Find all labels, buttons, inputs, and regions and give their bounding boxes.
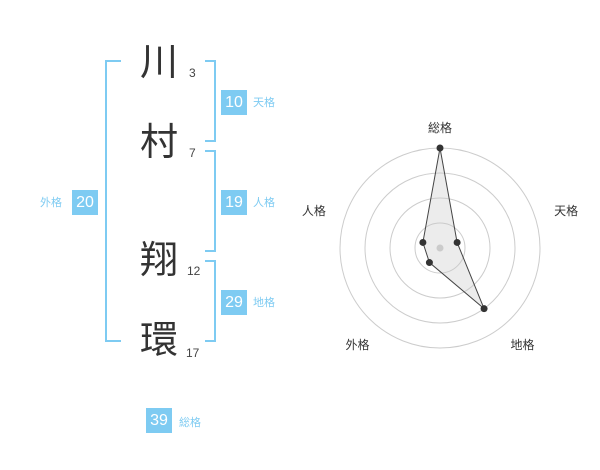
radar-point-1 <box>436 144 444 152</box>
tenkaku-value: 10 <box>221 90 247 115</box>
name-char-3: 翔 <box>140 238 179 282</box>
gaikaku-value: 20 <box>72 190 98 215</box>
radar-axis-label-2: 天格 <box>554 203 578 218</box>
radar-point-4 <box>425 259 433 267</box>
radar-axis-label-4: 外格 <box>345 337 369 352</box>
radar-point-3 <box>480 305 488 313</box>
radar-axis-label-1: 総格 <box>428 120 452 135</box>
stroke-count-3: 12 <box>187 264 201 278</box>
tenkaku-bracket <box>205 60 216 142</box>
radar-ring-2 <box>414 222 466 274</box>
soukaku-label: 総格 <box>179 416 201 429</box>
jinkaku-bracket <box>205 150 216 252</box>
stroke-count-1: 3 <box>189 66 196 80</box>
chikaku-label: 地格 <box>253 296 275 309</box>
gaikaku-label: 外格 <box>40 196 62 209</box>
radar-ring-4 <box>364 172 516 324</box>
name-char-4: 環 <box>140 318 179 362</box>
radar-axis-label-3: 地格 <box>511 337 535 352</box>
jinkaku-value: 19 <box>221 190 247 215</box>
radar-center <box>436 244 444 252</box>
tenkaku-label: 天格 <box>253 96 275 109</box>
soukaku-value: 39 <box>146 408 172 433</box>
gaikaku-bracket <box>105 60 121 342</box>
name-char-2: 村 <box>140 120 179 164</box>
radar-point-2 <box>453 238 461 246</box>
radar-ring-3 <box>389 197 491 299</box>
chikaku-bracket <box>205 260 216 342</box>
radar-point-5 <box>419 238 427 246</box>
chikaku-value: 29 <box>221 290 247 315</box>
stroke-count-2: 7 <box>189 146 196 160</box>
radar-axis-label-5: 人格 <box>302 203 326 218</box>
stroke-count-4: 17 <box>186 346 200 360</box>
radar-series-polygon <box>422 147 485 310</box>
jinkaku-label: 人格 <box>253 196 275 209</box>
name-char-1: 川 <box>140 40 179 84</box>
